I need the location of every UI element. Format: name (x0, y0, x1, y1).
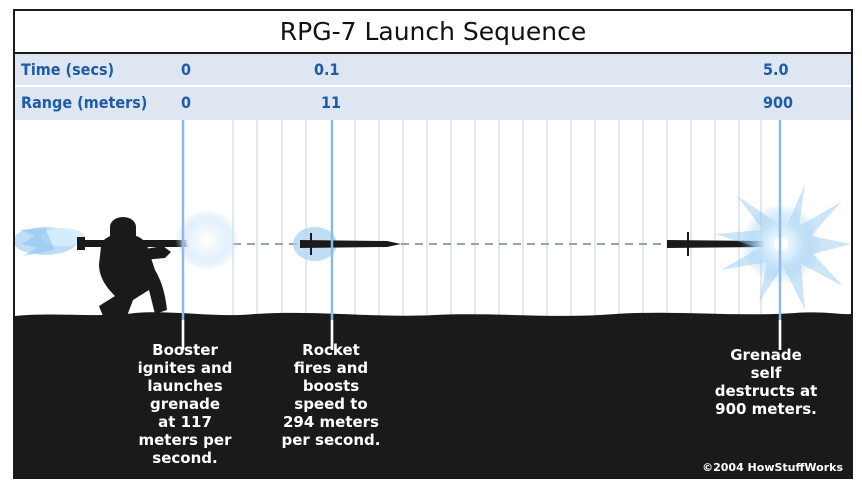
range-label: Range (meters) (21, 93, 148, 112)
range-value-1: 11 (321, 93, 342, 112)
ground (15, 312, 851, 477)
time-value-0: 0 (181, 60, 192, 79)
soldier-icon (99, 217, 171, 316)
launch-scene (15, 120, 851, 477)
range-row: Range (meters) 0 11 900 (15, 87, 851, 120)
time-value-1: 0.1 (314, 60, 340, 79)
title-bar: RPG-7 Launch Sequence (15, 11, 851, 54)
copyright-text: ©2004 HowStuffWorks (702, 461, 843, 474)
diagram-frame: RPG-7 Launch Sequence Time (secs) 0 0.1 … (13, 9, 853, 479)
stage-marker-tips (181, 320, 782, 350)
range-value-2: 900 (763, 93, 794, 112)
rocket-icon (293, 227, 401, 261)
time-row: Time (secs) 0 0.1 5.0 (15, 54, 851, 85)
time-label: Time (secs) (21, 60, 115, 79)
diagram-title: RPG-7 Launch Sequence (279, 17, 587, 46)
range-value-0: 0 (181, 93, 192, 112)
caption-booster: Booster ignites and launches grenade at … (137, 341, 233, 467)
caption-rocket: Rocket fires and boosts speed to 294 met… (281, 341, 381, 449)
stage-marker-lines (181, 120, 782, 350)
caption-grenade: Grenade self destructs at 900 meters. (714, 346, 818, 418)
backblast-icon (15, 227, 85, 256)
time-value-2: 5.0 (763, 60, 789, 79)
booster-glow (175, 210, 239, 270)
scale-lines (232, 120, 762, 320)
